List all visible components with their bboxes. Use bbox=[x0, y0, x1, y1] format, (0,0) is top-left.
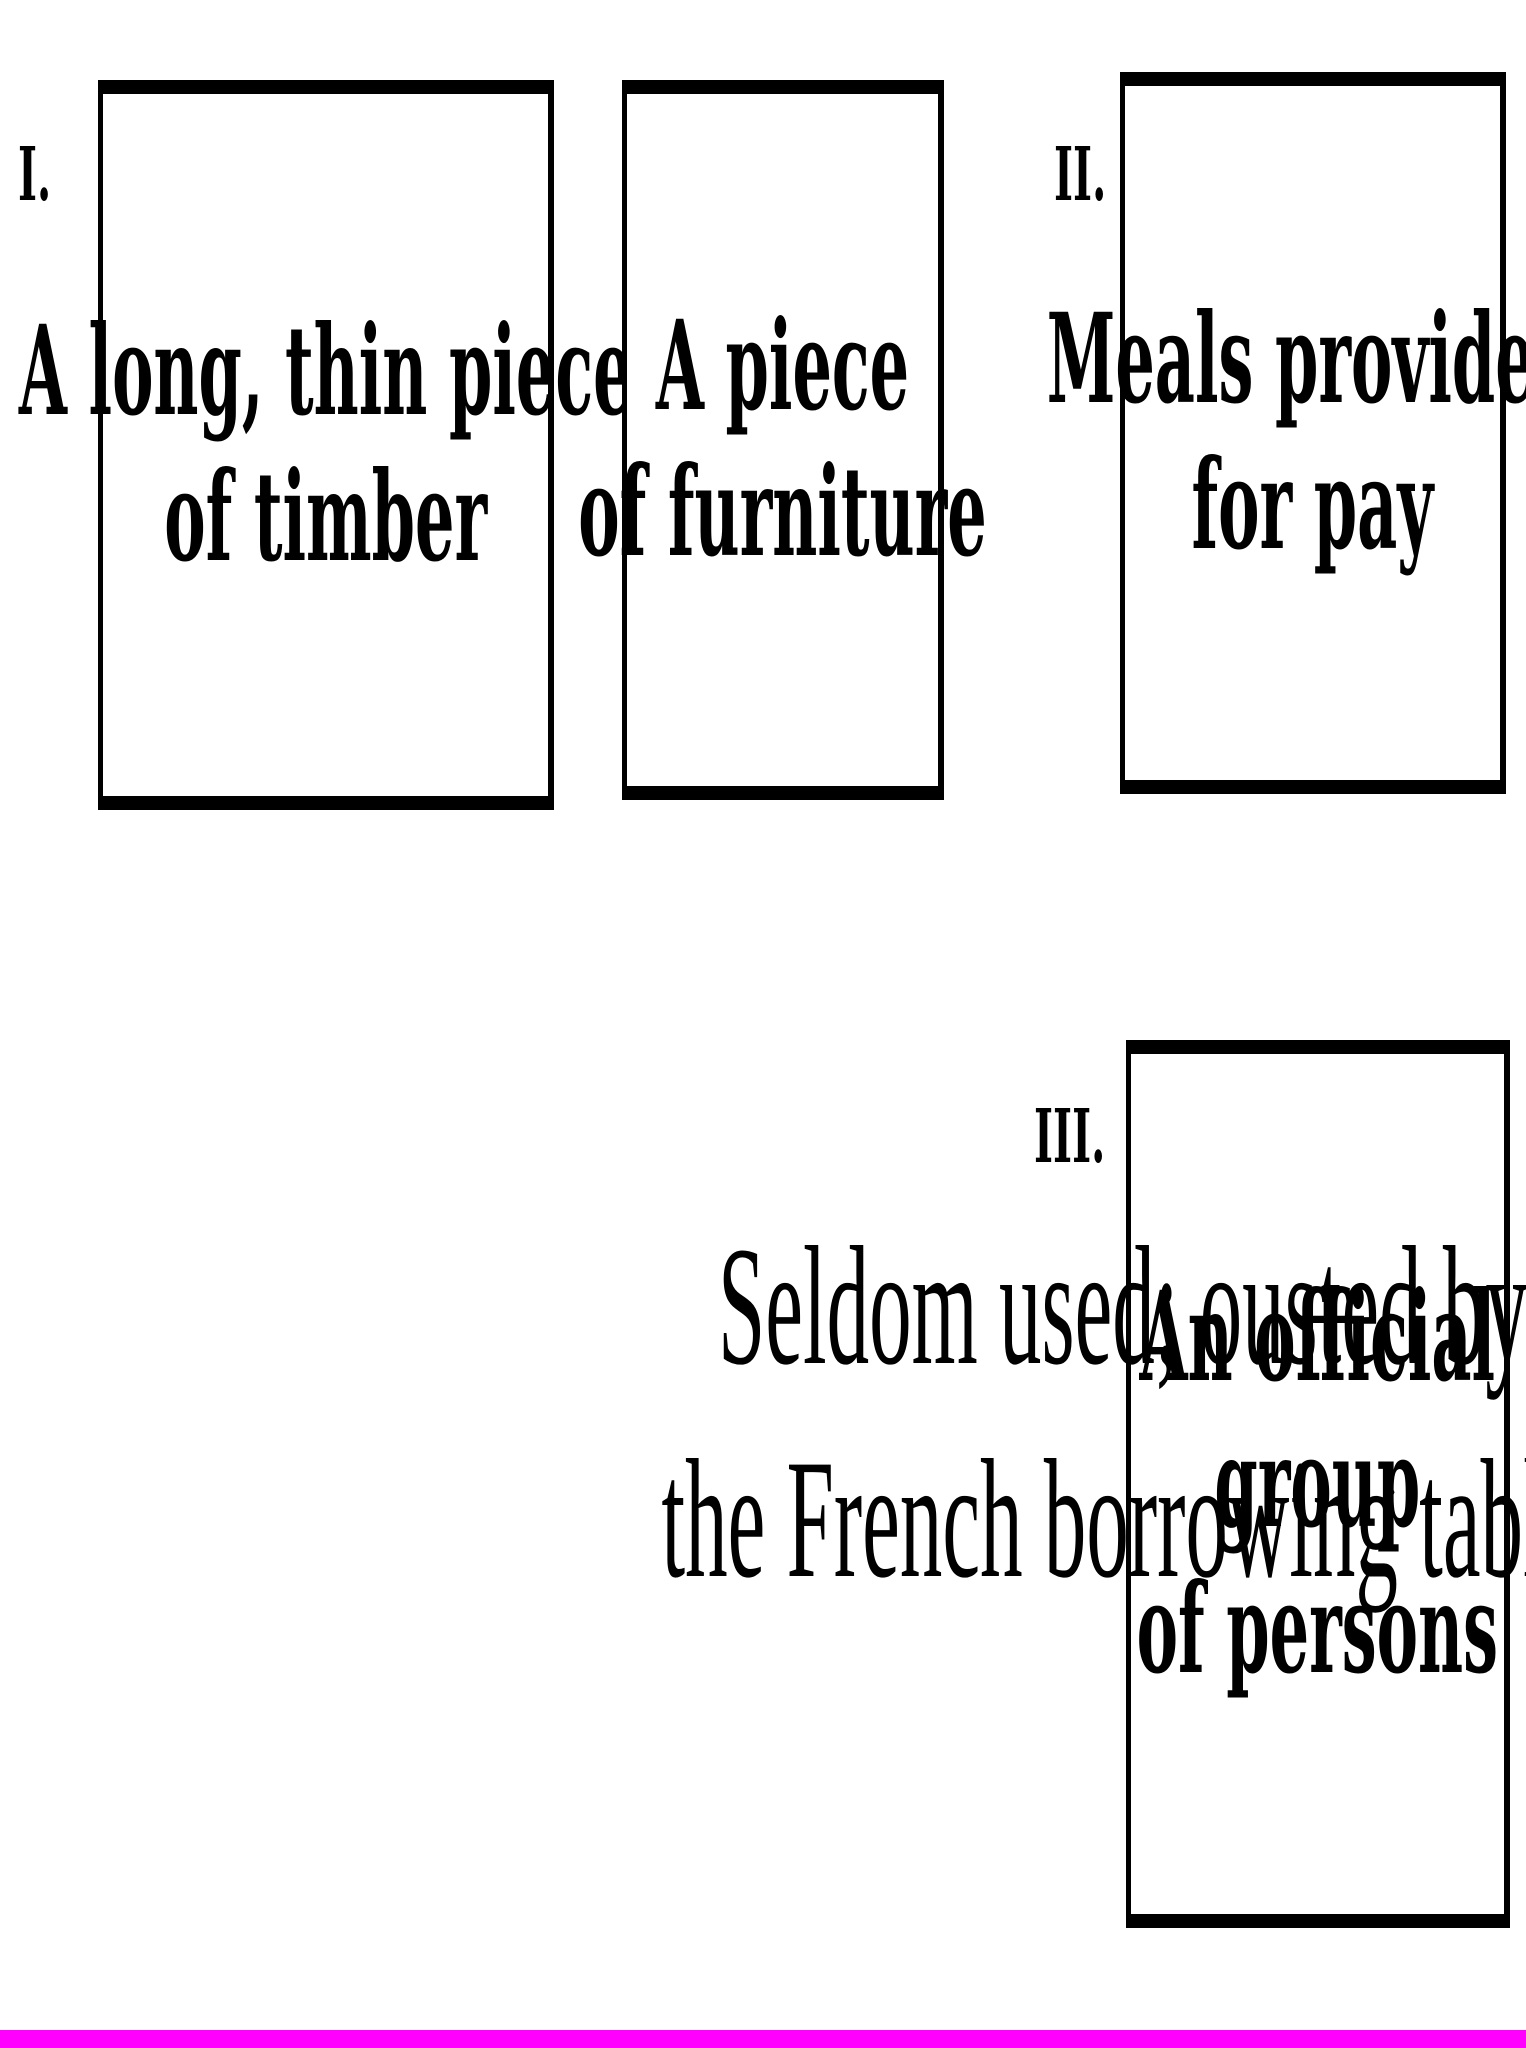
meaning-line: Meals provided bbox=[1046, 286, 1526, 432]
usage-note: Seldom used; ousted by the French borrow… bbox=[200, 1200, 1526, 1625]
meaning-line: of furniture bbox=[578, 440, 987, 585]
meaning-text-timber: A long, thin piece of timber bbox=[19, 299, 633, 592]
meaning-line: group bbox=[1214, 1410, 1421, 1556]
usage-note-line: the French borrowing table bbox=[661, 1424, 1526, 1613]
meaning-text-furniture: A piece of furniture bbox=[578, 294, 986, 587]
meaning-line: of persons bbox=[1136, 1557, 1499, 1703]
numeral-one: I. bbox=[18, 132, 52, 218]
meaning-line: of timber bbox=[164, 445, 487, 590]
meaning-box-furniture: A piece of furniture bbox=[578, 80, 987, 800]
meaning-text-meals: Meals provided for pay bbox=[1047, 287, 1526, 580]
meaning-box-timber: A long, thin piece of timber bbox=[19, 80, 632, 810]
meaning-line: An official bbox=[1139, 1264, 1496, 1410]
meaning-box-official-group: An official group of persons bbox=[1126, 1040, 1510, 1928]
numeral-two: II. bbox=[1054, 132, 1107, 218]
meaning-line: A long, thin piece bbox=[18, 298, 633, 444]
meaning-line: for pay bbox=[1191, 433, 1434, 578]
numeral-three: III. bbox=[1034, 1094, 1106, 1180]
meaning-line: A piece bbox=[655, 293, 910, 439]
bottom-bar bbox=[0, 2030, 1526, 2048]
meaning-box-meals: Meals provided for pay bbox=[1047, 72, 1526, 794]
usage-note-line: Seldom used; ousted by bbox=[718, 1212, 1526, 1400]
meaning-text-official-group: An official group of persons bbox=[1137, 1265, 1498, 1704]
